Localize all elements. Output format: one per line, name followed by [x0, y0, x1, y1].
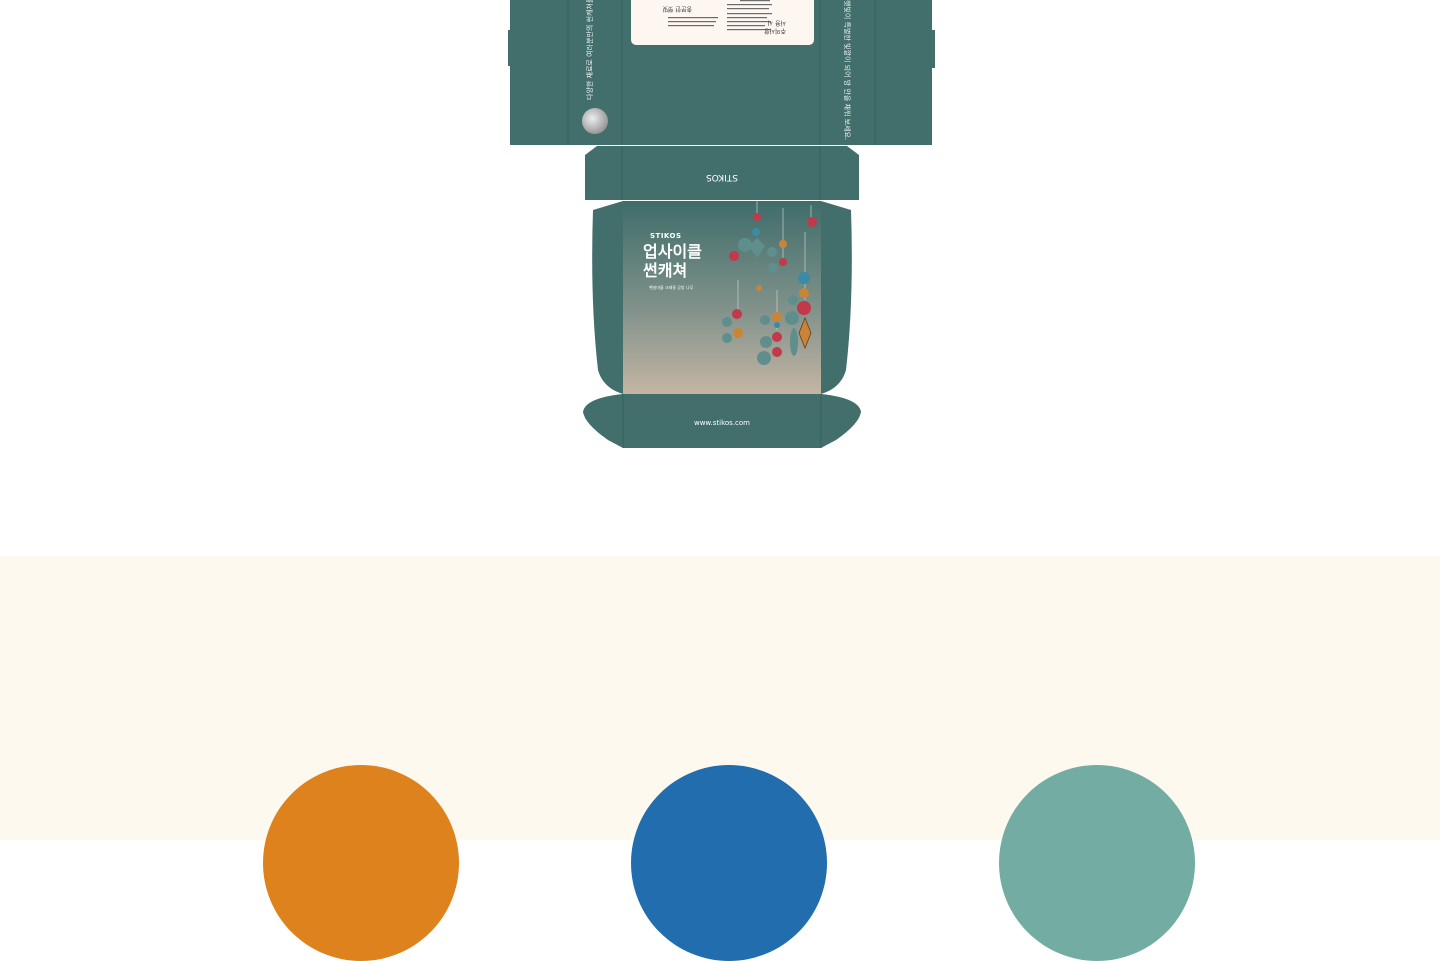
side-text-left: 다양한 재료로 여러분만의 썬캐쳐를 만들어 보세요 [585, 0, 594, 100]
brand-front-logo: STIKOS [650, 232, 682, 240]
box-tuck-flap: www.stikos.com [583, 394, 861, 448]
info-label: 사용 시 주의사항 충분한 햇빛 [631, 0, 814, 45]
product-subtitle: 햇살마을 크레용 공방 나무 [649, 285, 694, 290]
label-heading-2: 주의사항 [763, 27, 786, 35]
brand-back-text: STIKOS [706, 172, 738, 182]
product-title: 업사이클 썬캐쳐 [643, 242, 702, 280]
label-heading-1: 사용 시 [768, 19, 786, 27]
color-swatch-teal [999, 765, 1195, 961]
box-back-flap: STIKOS [585, 146, 859, 200]
color-swatch-orange [263, 765, 459, 961]
website-text: www.stikos.com [694, 419, 750, 427]
suncatcher-illustration [722, 201, 817, 365]
product-title-line-2: 썬캐쳐 [643, 261, 688, 280]
seal-sticker-icon [582, 108, 608, 134]
box-dieline-artwork: 사용 시 주의사항 충분한 햇빛 다양한 재료로 여러분만의 썬캐쳐를 만들어 … [508, 0, 935, 448]
label-heading-3: 충분한 햇빛 [662, 5, 692, 13]
product-title-line-1: 업사이클 [643, 242, 702, 261]
box-front-panel [592, 201, 852, 394]
color-swatch-blue [631, 765, 827, 961]
packaging-dieline-section: 사용 시 주의사항 충분한 햇빛 다양한 재료로 여러분만의 썬캐쳐를 만들어 … [508, 0, 935, 448]
side-text-right: 햇빛이 특별한 빛깔이 되어 방 안을 채워 보세요. [843, 0, 852, 140]
